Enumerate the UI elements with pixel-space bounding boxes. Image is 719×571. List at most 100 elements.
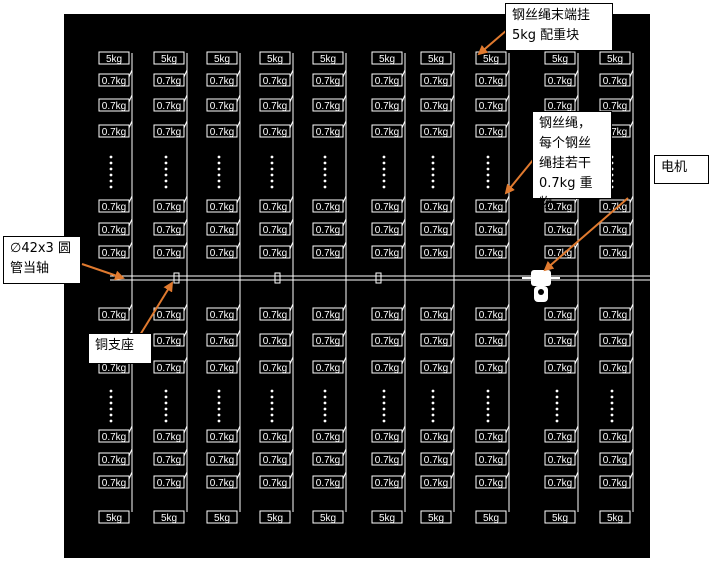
hanging-weight-box (371, 222, 403, 236)
hook-line (289, 303, 294, 312)
hook-line (574, 218, 579, 227)
hook-line (183, 329, 188, 338)
hanging-weight-box (153, 245, 185, 259)
hook-line (450, 69, 455, 78)
hanging-weight-box (98, 452, 130, 466)
end-weight-top-box (371, 51, 403, 65)
hook-line (450, 329, 455, 338)
hook-line (629, 120, 634, 129)
hanging-weight-label: 0.7kg (316, 225, 340, 236)
hanging-weight-box (599, 245, 631, 259)
ellipsis-dot (217, 389, 221, 393)
callout-shaft: ∅42x3 圆 管当轴 (3, 236, 81, 284)
hook-line (629, 471, 634, 480)
ellipsis-dot (486, 395, 490, 399)
hanging-weight-label: 0.7kg (479, 363, 503, 374)
hanging-weight-box (153, 360, 185, 374)
ellipsis-dot (382, 389, 386, 393)
hanging-weight-label: 0.7kg (603, 101, 627, 112)
ellipsis-dot (270, 167, 274, 171)
hanging-weight-box (153, 199, 185, 213)
hanging-weight-label: 0.7kg (210, 336, 234, 347)
hook-line (289, 94, 294, 103)
hanging-weight-box (153, 222, 185, 236)
hook-line (128, 425, 133, 434)
ellipsis-dot (164, 419, 168, 423)
end-weight-bottom-label: 5kg (161, 513, 177, 524)
hanging-weight-label: 0.7kg (548, 101, 572, 112)
hanging-weight-label: 0.7kg (157, 127, 181, 138)
hook-line (289, 120, 294, 129)
hook-line (401, 356, 406, 365)
hanging-weight-label: 0.7kg (424, 432, 448, 443)
hanging-weight-box (599, 199, 631, 213)
hook-line (236, 120, 241, 129)
ellipsis-dot (109, 419, 113, 423)
hanging-weight-label: 0.7kg (375, 225, 399, 236)
ellipsis-dot (270, 413, 274, 417)
hanging-weight-label: 0.7kg (479, 310, 503, 321)
hanging-weight-label: 0.7kg (375, 478, 399, 489)
ellipsis-dot (382, 167, 386, 171)
hanging-weight-label: 0.7kg (102, 101, 126, 112)
ellipsis-dot (664, 389, 668, 393)
hanging-weight-label: 0.7kg (316, 336, 340, 347)
hook-line (505, 120, 510, 129)
hook-line (183, 218, 188, 227)
ellipsis-dot (610, 395, 614, 399)
end-weight-bottom-box (544, 510, 576, 524)
hanging-weight-label: 0.7kg (263, 127, 287, 138)
hanging-weight-box (98, 307, 130, 321)
hanging-weight-box (420, 429, 452, 443)
hanging-weight-label: 0.7kg (157, 478, 181, 489)
ellipsis-dot (217, 155, 221, 159)
hanging-weight-label: 0.7kg (263, 202, 287, 213)
hook-line (450, 241, 455, 250)
ellipsis-dot (164, 407, 168, 411)
hanging-weight-label: 0.7kg (102, 225, 126, 236)
hook-line (505, 471, 510, 480)
hook-line (629, 303, 634, 312)
hanging-weight-label: 0.7kg (479, 202, 503, 213)
hanging-weight-label: 0.7kg (316, 101, 340, 112)
hook-line (450, 448, 455, 457)
ellipsis-dot (323, 167, 327, 171)
ellipsis-dot (109, 161, 113, 165)
arrow-shaft (81, 263, 125, 281)
hanging-weight-label: 0.7kg (375, 101, 399, 112)
hanging-weight-box (259, 222, 291, 236)
hanging-weight-label: 0.7kg (263, 225, 287, 236)
hanging-weight-box (599, 429, 631, 443)
ellipsis-dot (217, 407, 221, 411)
hanging-weight-box (653, 98, 685, 112)
hanging-weight-box (259, 360, 291, 374)
hanging-weight-box (599, 452, 631, 466)
hanging-weight-label: 0.7kg (210, 202, 234, 213)
hanging-weight-label: 0.7kg (316, 127, 340, 138)
hanging-weight-label: 0.7kg (157, 202, 181, 213)
hanging-weight-label: 0.7kg (424, 101, 448, 112)
hanging-weight-box (420, 98, 452, 112)
ellipsis-dot (109, 413, 113, 417)
hook-line (128, 120, 133, 129)
hook-line (629, 425, 634, 434)
end-weight-top-label: 5kg (161, 54, 177, 65)
hanging-weight-label: 0.7kg (479, 225, 503, 236)
hanging-weight-box (371, 307, 403, 321)
hanging-weight-box (653, 307, 685, 321)
ellipsis-dot (270, 179, 274, 183)
hook-line (401, 94, 406, 103)
ellipsis-dot (217, 185, 221, 189)
ellipsis-dot (270, 407, 274, 411)
hook-line (401, 241, 406, 250)
hook-line (505, 425, 510, 434)
hook-line (505, 218, 510, 227)
hanging-weight-label: 0.7kg (210, 478, 234, 489)
hanging-weight-box (206, 98, 238, 112)
ellipsis-dot (382, 413, 386, 417)
ellipsis-dot (109, 167, 113, 171)
hook-line (574, 329, 579, 338)
hanging-weight-box (475, 245, 507, 259)
hook-line (236, 356, 241, 365)
ellipsis-dot (664, 419, 668, 423)
